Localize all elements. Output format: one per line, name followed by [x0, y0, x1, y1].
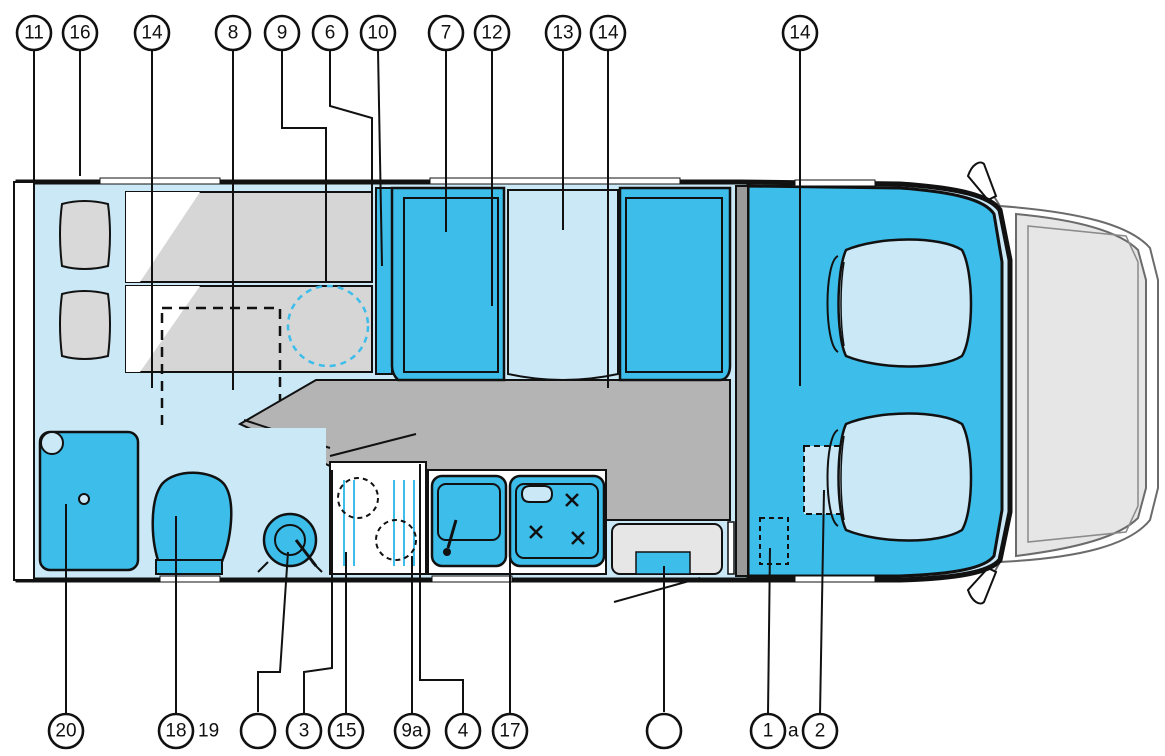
- leader-lines: [33, 49, 825, 715]
- bench-left: [390, 186, 506, 382]
- windshield-inner: [1027, 225, 1139, 543]
- callout-label: 17: [499, 721, 520, 742]
- table: [507, 189, 619, 381]
- callout-bottom-empty-2: [645, 712, 683, 750]
- loose-label-a: a: [788, 721, 799, 742]
- callout-top-14c: 14: [781, 14, 819, 52]
- callout-label: 10: [367, 23, 388, 44]
- sink-icon: [257, 512, 323, 573]
- callout-label: 16: [69, 23, 90, 44]
- callout-top-11: 11: [15, 14, 53, 52]
- callout-label: 15: [335, 721, 356, 742]
- callout-label: 18: [165, 721, 186, 742]
- callout-label: 6: [325, 23, 336, 44]
- driver-seat-icon: [826, 238, 973, 368]
- callout-label: 11: [24, 23, 44, 44]
- bench-right: [618, 186, 732, 382]
- pillow-icon: [59, 200, 111, 270]
- callout-top-13: 13: [544, 14, 582, 52]
- callout-label: 4: [458, 721, 469, 742]
- callout-top-8: 8: [214, 14, 252, 52]
- callout-top-7: 7: [427, 14, 465, 52]
- bench-left-backrest: [403, 197, 499, 373]
- callout-label: 9a: [401, 721, 423, 742]
- callout-bottom-15: 15: [327, 712, 365, 750]
- callout-bottom-1: 1: [749, 712, 787, 750]
- windows: [99, 177, 876, 583]
- callout-label: 2: [815, 721, 826, 742]
- upper-bed-fold: [126, 192, 200, 282]
- windshield: [1015, 212, 1147, 558]
- loose-label-19: 19: [198, 721, 219, 742]
- callout-bottom-18: 18: [157, 712, 195, 750]
- fridge-dashed-b: [375, 519, 417, 561]
- callout-top-6: 6: [311, 14, 349, 52]
- callout-label: 12: [481, 23, 502, 44]
- callout-top-9: 9: [263, 14, 301, 52]
- door-frame: [727, 521, 735, 575]
- callout-bottom-17: 17: [491, 712, 529, 750]
- callout-bottom-9a: 9a: [393, 712, 431, 750]
- passenger-seat-icon: [826, 412, 973, 542]
- callout-top-14a: 14: [133, 14, 171, 52]
- pillow-icon: [59, 290, 111, 360]
- callout-label: 9: [277, 23, 288, 44]
- callout-label: 8: [228, 23, 239, 44]
- callout-label: 14: [141, 23, 163, 44]
- fridge-vents: [343, 480, 415, 566]
- left-mirror: [966, 161, 998, 202]
- stove-icon: [508, 474, 606, 568]
- callout-label: 1: [763, 721, 774, 742]
- toilet-icon: [151, 471, 233, 575]
- callout-label: 20: [55, 721, 76, 742]
- callout-label: 3: [299, 721, 310, 742]
- callout-bottom-3: 3: [285, 712, 323, 750]
- callout-label: 13: [552, 23, 573, 44]
- callout-bottom-empty-1: [239, 712, 277, 750]
- shower-icon: [38, 430, 140, 572]
- cab-seat-swivel-a: [759, 517, 789, 565]
- callout-label: 14: [789, 23, 811, 44]
- callout-label: 14: [597, 23, 619, 44]
- cab-partition: [735, 185, 749, 577]
- door-swing: [613, 577, 701, 603]
- callout-top-10: 10: [359, 14, 397, 52]
- callout-bottom-20: 20: [47, 712, 85, 750]
- rear-wall: [13, 181, 35, 581]
- callout-label: 7: [441, 23, 452, 44]
- callout-bottom-2: 2: [801, 712, 839, 750]
- aisle-line-b: [329, 433, 417, 457]
- sink-icon: [430, 474, 508, 568]
- callout-bottom-4: 4: [444, 712, 482, 750]
- fridge-dashed-a: [337, 477, 379, 519]
- callout-top-14b: 14: [589, 14, 627, 52]
- callout-top-12: 12: [473, 14, 511, 52]
- ceiling-vent-dashed: [286, 284, 370, 368]
- bench-right-backrest: [625, 197, 723, 373]
- right-mirror: [966, 566, 998, 605]
- callout-top-16: 16: [61, 14, 99, 52]
